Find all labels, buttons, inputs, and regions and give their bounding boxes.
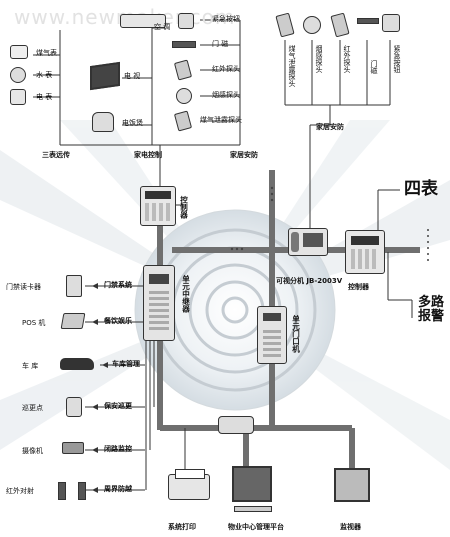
- door-sensor-right-icon: [357, 18, 379, 24]
- unit-relay-device-icon: [143, 265, 175, 341]
- monitor-icon: [334, 468, 370, 502]
- printer-icon: [168, 469, 210, 500]
- meter-label-water: 水 表: [36, 71, 53, 79]
- smoke-detector-icon: [176, 88, 192, 104]
- subsystem-left-garage: 车 库: [22, 362, 39, 370]
- subsystem-perimeter: 周界防越: [104, 485, 132, 493]
- subsystem-left-patrol: 巡更点: [22, 404, 43, 412]
- security-label-emergency: 紧急按钮: [212, 15, 240, 23]
- bottom-label-printer: 系统打印: [168, 523, 196, 531]
- subsystem-left-infrared: 红外对射: [6, 487, 34, 495]
- group-title-home-security-right: 家居安防: [316, 123, 344, 131]
- meter-label-gas: 煤气表: [36, 49, 57, 57]
- security-label-smoke: 烟感探头: [212, 91, 240, 99]
- dot-markers: [230, 186, 429, 261]
- arrowheads: [92, 283, 108, 493]
- tv-icon: [90, 61, 120, 91]
- right-security-label-gas: 煤气泄露探头: [288, 45, 296, 87]
- computer-keyboard-icon: [234, 506, 272, 512]
- infrared-beam-icon-2: [78, 482, 86, 500]
- appliance-label-cooker: 电饭煲: [122, 119, 143, 127]
- right-security-label-door: 门磁: [370, 60, 378, 74]
- infrared-beam-icon: [58, 482, 66, 500]
- patrol-point-icon: [66, 397, 82, 417]
- water-meter-icon: [10, 67, 26, 83]
- controller-right-device-icon: [345, 230, 385, 274]
- controller-top-label: 控制器: [179, 196, 189, 219]
- group-title-appliances: 家电控制: [134, 151, 162, 159]
- bottom-label-platform: 物业中心管理平台: [228, 523, 284, 531]
- subsystem-access-control: 门禁系统: [104, 281, 132, 289]
- rice-cooker-icon: [92, 112, 114, 132]
- card-reader-icon: [66, 275, 82, 297]
- controller-top-device-icon: [140, 186, 176, 226]
- controller-right-label: 控制器: [348, 283, 369, 291]
- security-label-gas: 煤气泄露探头: [200, 116, 242, 124]
- right-security-label-infrared: 红外探头: [343, 45, 351, 73]
- security-label-infrared: 红外探头: [212, 65, 240, 73]
- unit-relay-label: 单元中继器: [181, 275, 191, 313]
- subsystem-left-camera: 摄像机: [22, 447, 43, 455]
- appliance-label-ac: 空 调: [154, 23, 171, 31]
- group-title-meters: 三表远传: [42, 151, 70, 159]
- emergency-button-icon: [178, 13, 194, 29]
- thin-lines: [33, 19, 413, 491]
- emergency-button-right-icon: [382, 14, 400, 32]
- subsystem-left-card-reader: 门禁读卡器: [6, 283, 41, 291]
- computer-icon: [232, 466, 272, 502]
- subsystem-patrol: 保安巡更: [104, 402, 132, 410]
- smoke-detector-right-icon: [303, 16, 321, 34]
- camera-icon: [62, 442, 84, 454]
- group-title-home-security: 家居安防: [230, 151, 258, 159]
- electric-meter-icon: [10, 89, 26, 105]
- subsystem-dining: 餐饮娱乐: [104, 317, 132, 325]
- door-sensor-icon: [172, 41, 196, 48]
- car-icon: [60, 358, 94, 370]
- subsystem-left-pos: POS 机: [22, 319, 46, 327]
- four-meters-label: 四表: [404, 179, 438, 199]
- desk-phone-icon: [218, 416, 254, 434]
- video-phone-icon: [288, 228, 328, 256]
- video-phone-label: 可视分机 JB-2003V: [276, 277, 343, 285]
- unit-door-device-icon: [257, 306, 287, 364]
- appliance-label-tv: 电 视: [124, 72, 141, 80]
- bottom-label-monitor: 监视器: [340, 523, 361, 531]
- subsystem-garage-mgmt: 车库管理: [112, 360, 140, 368]
- air-conditioner-icon: [120, 14, 166, 28]
- right-security-label-smoke: 烟感探头: [315, 45, 323, 73]
- meter-label-electric: 电 表: [36, 93, 53, 101]
- multi-alarm-label: 多路 报警: [418, 295, 445, 325]
- pos-machine-icon: [60, 313, 86, 329]
- unit-door-label: 单元门口机: [291, 315, 301, 353]
- subsystem-cctv: 闭路监控: [104, 445, 132, 453]
- gas-meter-icon: [10, 45, 28, 59]
- right-security-label-emergency: 紧急按钮: [393, 45, 401, 73]
- security-label-door: 门 磁: [212, 40, 229, 48]
